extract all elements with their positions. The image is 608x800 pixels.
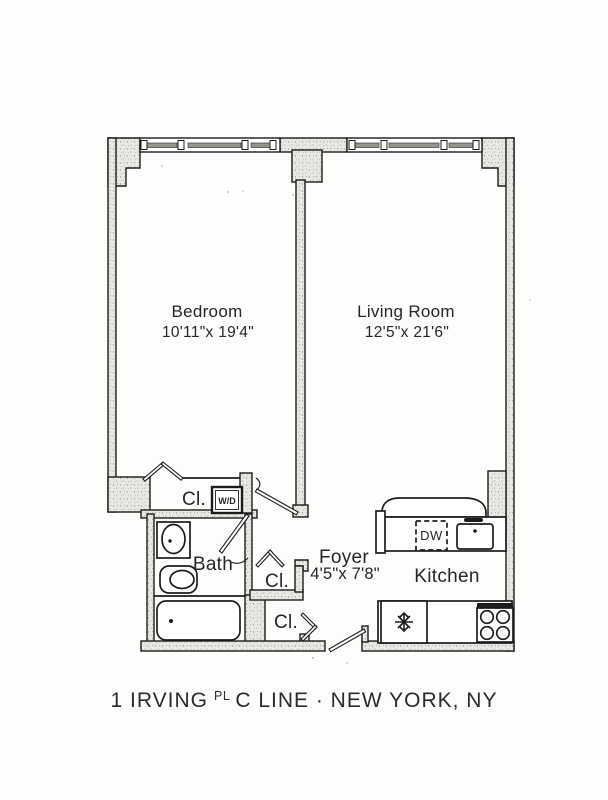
bath-sink-drain (168, 539, 172, 543)
washer-dryer-box-inner (215, 490, 239, 510)
bedroom-window-glass (143, 142, 178, 148)
wall-left-bottom-block (107, 476, 151, 513)
bedroom-window-glass (187, 142, 242, 148)
stove-burner (479, 609, 495, 625)
bedroom-door-swing (255, 477, 261, 490)
walls (107, 137, 515, 652)
wall-upper-closet-right (294, 565, 304, 593)
kitchen-sink-drain (473, 529, 477, 533)
windows (139, 137, 483, 153)
washer-dryer: W/D (210, 485, 244, 515)
wall-left (107, 137, 117, 513)
bathtub (156, 600, 241, 641)
room-labels: Bedroom 10'11"x 19'4" Living Room 12'5"x… (162, 302, 479, 633)
bath-sink (161, 523, 186, 555)
upper-closet-bifold-door (267, 549, 285, 568)
bedroom-closet-bifold-door (160, 461, 184, 481)
lower-closet-bifold-door (300, 624, 318, 642)
foyer-dims: 4'5"x 7'8" (310, 565, 380, 583)
wall-tub-closet (244, 594, 266, 647)
foyer-label: Foyer (319, 547, 369, 568)
window-mullion (177, 140, 185, 150)
bath-label: Bath (193, 554, 233, 575)
closet-label-upper: Cl. (265, 571, 289, 592)
wall-closet-mid (249, 589, 304, 601)
caption-address: 1 IRVING (111, 689, 208, 712)
doors (142, 461, 367, 653)
living-room-dims: 12'5"x 21'6" (365, 324, 449, 341)
living-window-glass (448, 142, 477, 148)
kitchen-label: Kitchen (414, 566, 479, 587)
caption: 1 IRVING PL C LINE · NEW YORK, NY (111, 689, 498, 712)
kitchen-sink (456, 523, 494, 550)
bath-fixtures (154, 521, 245, 641)
bedroom-dims: 10'11"x 19'4" (162, 324, 254, 341)
closet-label-bedroom: Cl. (182, 489, 206, 510)
bath-label-leader (230, 557, 249, 564)
kitchen-fixtures (375, 497, 514, 644)
kitchen-counter-end-panel (375, 510, 386, 554)
window-mullion (241, 140, 249, 150)
caption-line-city: C LINE · NEW YORK, NY (235, 689, 497, 712)
wall-bath-left (146, 513, 155, 648)
wall-bottom-left (140, 640, 326, 652)
living-room-label: Living Room (357, 302, 455, 321)
bedroom-label: Bedroom (171, 302, 242, 321)
window-mullion (472, 140, 480, 150)
window-mullion (140, 140, 148, 150)
caption-street-suffix: PL (214, 689, 230, 703)
stove-back-panel (477, 603, 513, 608)
washer-dryer-box (210, 485, 244, 515)
stove-burner (479, 625, 495, 641)
stove-burner (495, 609, 511, 625)
window-mullion (348, 140, 356, 150)
kitchen-peninsula-counter (381, 497, 487, 518)
wall-bath-top (140, 509, 258, 519)
entry-door (328, 628, 367, 653)
washer-dryer-label: W/D (218, 496, 236, 506)
bathtub-drain (169, 619, 173, 623)
wall-divider (295, 179, 306, 511)
bath-door (218, 513, 250, 554)
stove-burner (495, 625, 511, 641)
living-window-glass (388, 142, 440, 148)
dishwasher-label: DW (420, 528, 443, 543)
window-mullion (380, 140, 388, 150)
bedroom-door (254, 488, 299, 516)
dishwasher (415, 520, 448, 551)
wall-mid-pier-block (291, 149, 323, 183)
wall-right-mid-pier (487, 470, 507, 522)
window-mullion (269, 140, 277, 150)
snowflake-icon (395, 611, 413, 633)
wall-right (505, 137, 515, 652)
window-mullion (440, 140, 448, 150)
wall-bath-right (244, 513, 253, 598)
wall-entry-jamb (361, 625, 369, 643)
toilet-bowl (169, 569, 195, 590)
kitchen-faucet (464, 518, 483, 522)
closet-label-lower: Cl. (274, 612, 298, 633)
paper-specks (161, 165, 531, 664)
